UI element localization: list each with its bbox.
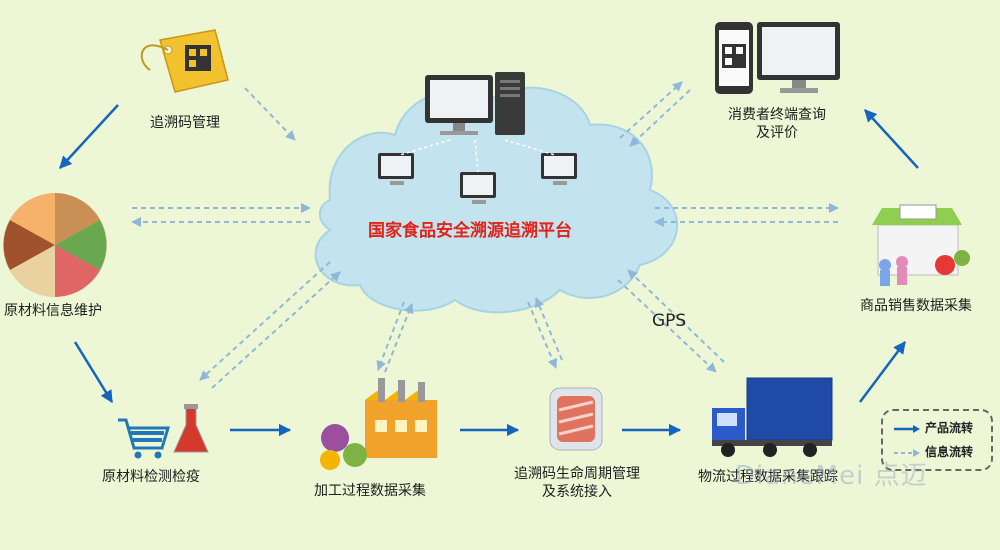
test-flask-icon [173, 404, 209, 453]
node-label-sales: 商品销售数据采集 [860, 298, 972, 314]
food-platter-icon [3, 193, 107, 297]
legend-product-flow-label: 产品流转 [925, 421, 974, 435]
server-monitor-icon [425, 75, 493, 135]
gps-label: GPS [652, 311, 687, 331]
truck-icon [712, 377, 833, 457]
node-label-lifecycle-line1: 追溯码生命周期管理 [514, 466, 640, 482]
qr-tag-icon [140, 29, 229, 93]
store-icon [872, 204, 970, 286]
flow-arrow [59, 104, 119, 169]
flow-arrow [73, 341, 114, 404]
shopping-cart-icon [118, 418, 171, 459]
legend-info-flow-label: 信息流转 [925, 445, 974, 459]
legend-product-flow: 产品流转 [893, 419, 973, 436]
node-label-logistics: 物流过程数据采集跟踪 [698, 469, 838, 485]
info-flow-arrows [131, 81, 839, 389]
solid-arrow-icon [894, 424, 920, 433]
legend: 产品流转 信息流转 [881, 409, 993, 471]
client-computer-icon [541, 153, 577, 185]
node-label-consumer: 消费者终端查询 及评价 [712, 106, 842, 142]
legend-info-flow: 信息流转 [893, 443, 973, 460]
node-label-consumer-line2: 及评价 [756, 125, 798, 141]
watermark: DianeMei 点迈 [735, 461, 928, 491]
server-tower-icon [495, 72, 525, 135]
product-flow-arrows [59, 104, 919, 437]
node-label-processing: 加工过程数据采集 [314, 483, 426, 499]
meat-tray-icon [549, 387, 603, 451]
node-label-lifecycle-line2: 及系统接入 [542, 484, 612, 500]
node-label-raw-material: 原材料信息维护 [4, 303, 102, 319]
flow-arrow [864, 109, 919, 169]
client-computer-icon [378, 153, 414, 185]
factory-icon [320, 378, 437, 470]
network-links [399, 139, 556, 173]
platform-title: 国家食品安全溯源追溯平台 [368, 221, 572, 241]
mobile-phone-icon [715, 22, 753, 94]
node-label-consumer-line1: 消费者终端查询 [728, 107, 826, 123]
node-label-trace-code: 追溯码管理 [150, 115, 220, 131]
flow-arrow [859, 341, 906, 403]
dashed-arrow-icon [894, 448, 920, 457]
node-label-lifecycle: 追溯码生命周期管理 及系统接入 [502, 465, 652, 501]
desktop-monitor-icon [757, 22, 840, 93]
node-label-inspection: 原材料检测检疫 [102, 469, 200, 485]
client-computer-icon [460, 172, 496, 204]
